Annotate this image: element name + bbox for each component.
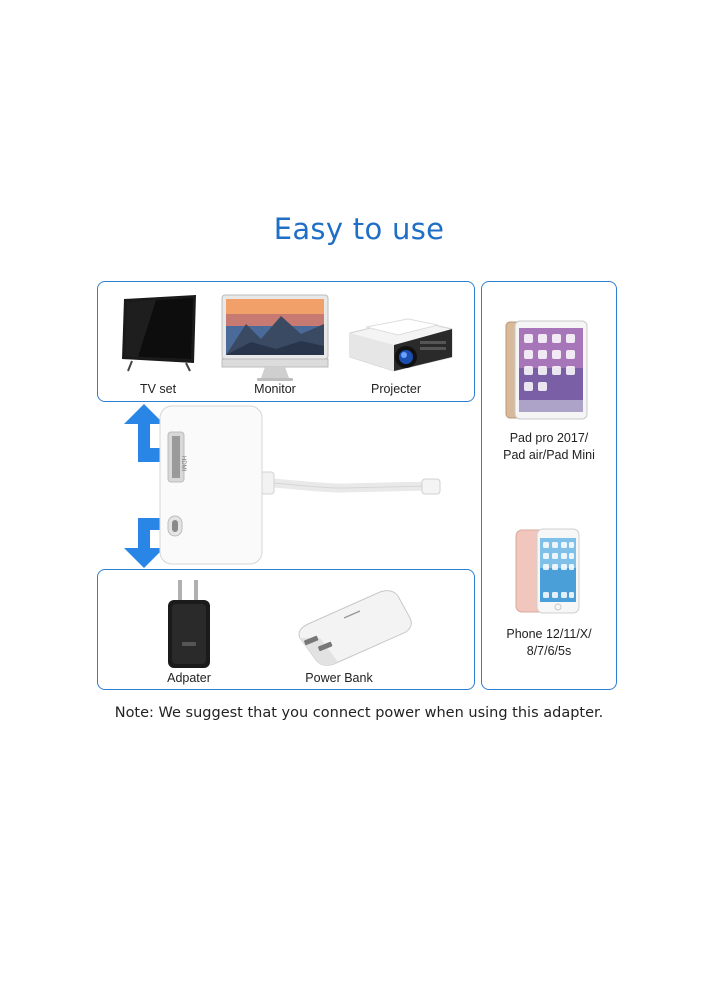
power-bank-label: Power Bank (305, 671, 373, 685)
projector-icon (349, 318, 453, 372)
power-bank-icon (298, 590, 412, 666)
arrow-up-icon (124, 404, 176, 462)
hdmi-port-label: HDMI (180, 456, 186, 472)
ipad-label-line2: Pad air/Pad Mini (503, 448, 595, 462)
lightning-hdmi-adapter-icon (159, 405, 441, 565)
ipad-label-line1: Pad pro 2017/ (509, 431, 589, 445)
adapter-label: Adpater (167, 671, 211, 685)
projector-label: Projecter (370, 382, 422, 396)
ipad-icon (505, 320, 588, 420)
arrow-down-icon (124, 518, 176, 568)
power-sources-panel (97, 569, 475, 690)
compatible-devices-panel (481, 281, 617, 690)
tv-icon (122, 295, 196, 372)
monitor-icon (221, 294, 329, 381)
iphone-label-line1: Phone 12/11/X/ (506, 627, 592, 641)
wall-adapter-icon (168, 580, 210, 668)
page-title: Easy to use (273, 212, 445, 246)
monitor-label: Monitor (254, 382, 296, 396)
output-devices-panel (97, 281, 475, 402)
iphone-icon (515, 528, 580, 614)
power-note: Note: We suggest that you connect power … (114, 705, 604, 721)
iphone-label-line2: 8/7/6/5s (526, 644, 572, 658)
tv-label: TV set (139, 382, 177, 396)
